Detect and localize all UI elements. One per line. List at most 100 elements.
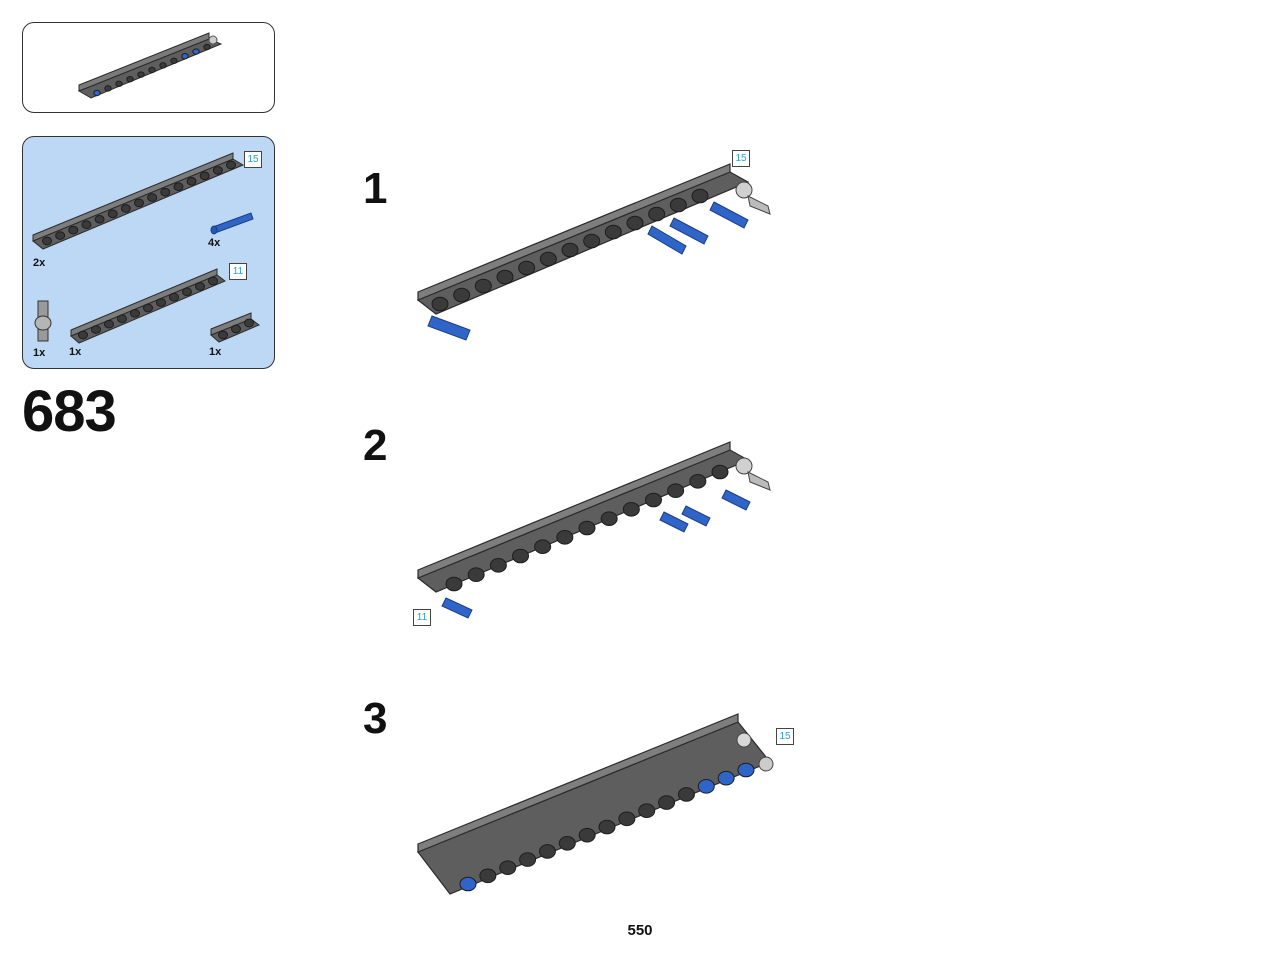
beam-hole: [192, 48, 200, 55]
beam-hole: [534, 539, 552, 554]
beam-hole: [93, 89, 101, 97]
beam-3-part: [210, 312, 260, 343]
parts-illustrations: [32, 152, 260, 344]
beam-hole: [42, 236, 52, 246]
beam-hole: [622, 502, 640, 517]
beam-hole: [134, 198, 144, 208]
beam-hole: [717, 770, 735, 786]
beam-hole: [137, 71, 145, 78]
beam-hole: [626, 215, 644, 231]
beam-hole: [143, 303, 153, 313]
beam-hole: [104, 85, 112, 92]
beam-hole: [104, 319, 114, 329]
part-quantity: 1x: [33, 347, 46, 359]
beam-hole: [677, 787, 695, 802]
beam-hole: [107, 209, 118, 219]
beam-hole: [556, 530, 574, 545]
beam-hole: [181, 52, 189, 60]
beam-hole: [68, 225, 79, 235]
beam-hole: [489, 558, 507, 573]
beam-hole: [91, 325, 101, 334]
beam-hole: [148, 66, 156, 74]
blue-pin-part: [210, 212, 254, 235]
beam-hole: [160, 187, 171, 197]
beam-hole: [212, 166, 223, 175]
beam-hole: [453, 287, 471, 303]
beam-15-part: [32, 152, 245, 250]
beam-hole: [195, 282, 205, 291]
part-quantity: 2x: [33, 257, 46, 269]
beam-hole: [689, 474, 707, 489]
beam-hole: [231, 324, 241, 334]
beam-length-badge: 15: [732, 150, 750, 167]
beam-hole: [226, 160, 236, 170]
beam-hole: [539, 251, 557, 267]
beam-hole: [645, 492, 662, 508]
beam-hole: [115, 80, 123, 88]
beam-hole: [598, 819, 616, 835]
beam-hole: [518, 260, 536, 276]
beam-hole: [199, 171, 210, 181]
beam-hole: [445, 576, 463, 592]
beam-hole: [604, 224, 622, 240]
beam-hole: [459, 876, 477, 892]
beam-hole: [173, 182, 184, 192]
beam-hole: [538, 844, 556, 859]
beam-hole: [578, 520, 596, 536]
beam-length-badge: 15: [776, 728, 794, 745]
beam-hole: [78, 330, 88, 340]
beam-hole: [496, 269, 514, 285]
axle-connector-part: [34, 300, 52, 342]
beam-hole: [638, 803, 656, 819]
beam-hole: [218, 330, 228, 340]
beam-hole: [691, 188, 709, 204]
beam-hole: [600, 511, 618, 526]
beam-hole: [170, 57, 178, 65]
beam-hole: [467, 567, 485, 582]
beam-hole: [117, 314, 127, 324]
beam-hole: [120, 204, 131, 213]
beam-hole: [244, 318, 254, 328]
beam-hole: [737, 762, 755, 778]
beam-hole: [558, 835, 576, 851]
beam-hole: [156, 298, 166, 307]
beam-hole: [130, 309, 140, 318]
beam-hole: [669, 197, 687, 213]
beam-hole: [159, 62, 167, 69]
beam-hole: [667, 483, 685, 498]
substep-number: 1: [363, 164, 388, 213]
beam-hole: [182, 287, 192, 297]
substep-number: 3: [363, 694, 388, 743]
preview-assembly-illustration: [77, 32, 223, 99]
beam-length-badge: 11: [229, 263, 247, 280]
step-number: 683: [22, 379, 117, 444]
beam-hole: [474, 278, 492, 294]
beam-hole: [208, 276, 218, 286]
beam-hole: [697, 778, 715, 794]
assembly-preview-panel: [22, 22, 275, 113]
beam-hole: [94, 214, 105, 224]
beam-hole: [479, 868, 497, 884]
beam-hole: [147, 193, 158, 202]
page-number: 550: [627, 922, 653, 939]
beam-hole: [499, 860, 517, 876]
beam-hole: [561, 242, 579, 258]
beam-11-part: [70, 268, 226, 344]
beam-hole: [578, 827, 596, 843]
beam-hole: [658, 795, 676, 810]
beam-hole: [169, 292, 179, 302]
part-quantity: 1x: [209, 346, 222, 358]
parts-list-panel: 15 11 2x 4x 1x 1x 1x: [22, 136, 275, 369]
beam-hole: [81, 220, 92, 230]
part-quantity: 1x: [69, 346, 82, 358]
beam-hole: [711, 464, 729, 480]
beam-hole: [519, 852, 537, 867]
beam-hole: [55, 231, 66, 240]
beam-hole: [186, 176, 197, 186]
substep-number: 2: [363, 421, 388, 470]
beam-hole: [512, 548, 529, 564]
beam-hole: [203, 43, 211, 51]
beam-hole: [126, 75, 134, 83]
beam-hole: [431, 296, 449, 312]
